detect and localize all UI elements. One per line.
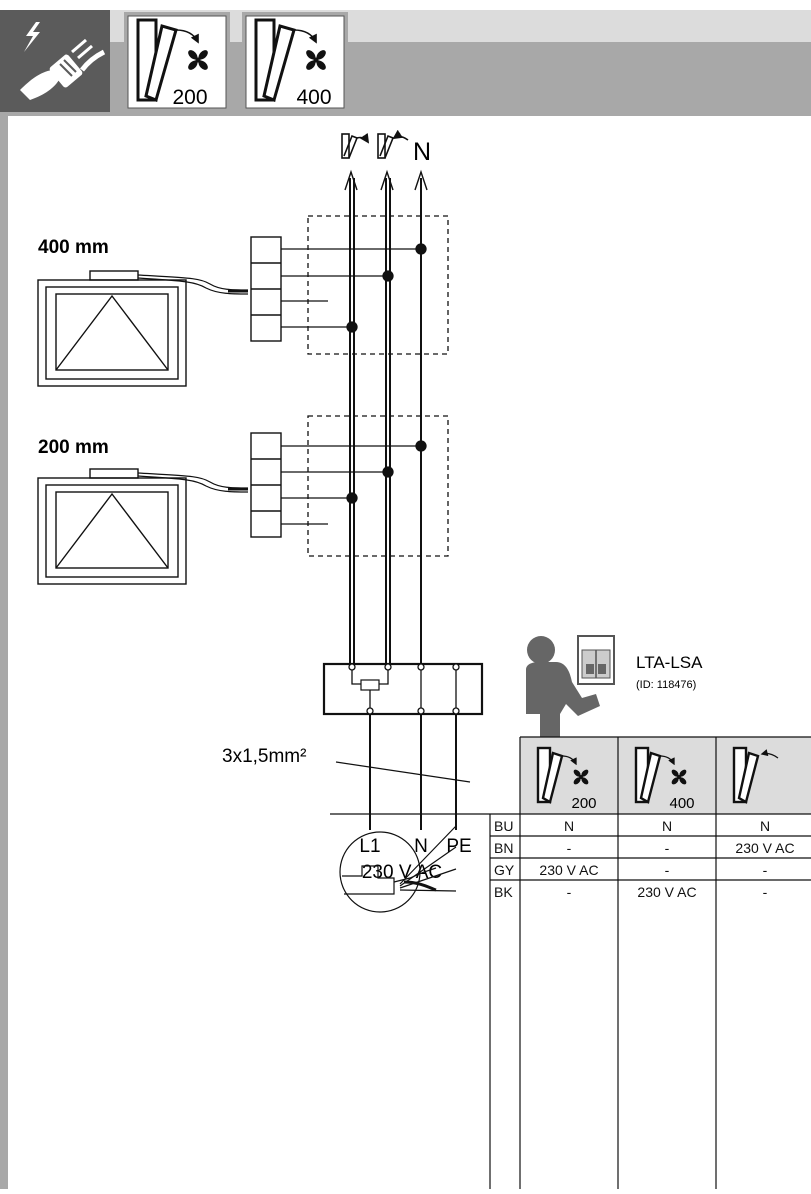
table-cell: N	[662, 818, 672, 834]
header-bar	[0, 10, 811, 1189]
table-header-open-fan-200: 200	[536, 746, 597, 812]
table-cell: 230 V AC	[735, 840, 794, 856]
table-cell: N	[564, 818, 574, 834]
terminal-pe-label: PE	[446, 836, 471, 857]
table-cell: -	[567, 884, 572, 900]
table-cell: -	[763, 862, 768, 878]
table-cell: -	[763, 884, 768, 900]
bus-wires	[349, 178, 422, 664]
tab-400-label: 400	[296, 86, 331, 109]
table-cell: -	[665, 862, 670, 878]
wire-color-bn: BN	[494, 840, 513, 856]
window-400	[37, 270, 249, 387]
terminal-l1-label: L1	[359, 836, 380, 857]
table-cell: N	[760, 818, 770, 834]
table-header-open-fan-400: 400	[634, 746, 695, 812]
terminal-block-400	[250, 236, 282, 342]
junction-box-400	[307, 215, 449, 355]
bus-open-icon	[341, 132, 370, 159]
wire-color-bu: BU	[494, 818, 513, 834]
table-header-400-label: 400	[669, 795, 694, 812]
junction-box-200	[307, 415, 449, 557]
table-cell: -	[665, 840, 670, 856]
window-200	[37, 468, 249, 585]
bus-neutral-label: N	[413, 138, 431, 166]
device-name-label: LTA-LSA	[636, 653, 703, 672]
table-cell: -	[567, 840, 572, 856]
wires-400	[281, 243, 427, 333]
power-plug-icon	[20, 22, 106, 100]
supply-wires	[335, 714, 471, 830]
cable-label: 3x1,5mm²	[222, 746, 306, 767]
controller-terminal-box	[322, 662, 484, 716]
cable-connector-icon	[339, 825, 457, 913]
wire-color-bk: BK	[494, 884, 513, 900]
device-id-label: (ID: 118476)	[636, 679, 696, 691]
terminal-n-label: N	[414, 836, 428, 857]
power-connection-tab[interactable]	[0, 10, 110, 112]
terminal-block-200	[250, 432, 282, 538]
bus-close-icon	[377, 129, 409, 159]
wires-200	[281, 440, 427, 525]
wire-table: 200 400 BU N N N	[330, 736, 811, 1189]
window-open-icon	[254, 18, 296, 103]
table-cell: 230 V AC	[637, 884, 696, 900]
table-header-200-label: 200	[571, 795, 596, 812]
wire-color-gy: GY	[494, 862, 515, 878]
table-header-close-window	[732, 746, 779, 804]
technician-icon	[526, 635, 615, 740]
tab-open-fan-200[interactable]: 200	[124, 12, 230, 112]
window-400-label: 400 mm	[38, 237, 109, 258]
window-200-label: 200 mm	[38, 437, 109, 458]
tab-200-label: 200	[172, 86, 207, 109]
table-cell: 230 V AC	[539, 862, 598, 878]
tab-open-fan-400[interactable]: 400	[242, 12, 348, 112]
window-open-icon	[136, 18, 178, 103]
